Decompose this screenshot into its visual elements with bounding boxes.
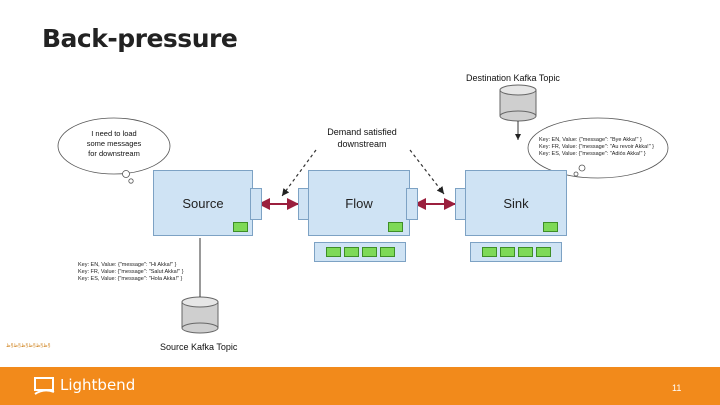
source-message-fr: Key: FR, Value: {"message": "Salut Akka!… xyxy=(78,269,184,275)
envelope-icon xyxy=(325,247,341,257)
footnote-text: ظ§ظ§ظ§ظ§ظ§ظ§ xyxy=(6,343,51,349)
source-out-port xyxy=(250,188,262,220)
demand-line-2: downstream xyxy=(337,139,387,149)
envelope-icon xyxy=(543,222,558,232)
source-message-en: Key: EN, Value: {"message": "Hi Akka!" } xyxy=(78,262,177,268)
source-message-es: Key: ES, Value: {"message": "Hola Akka!"… xyxy=(78,276,183,282)
thought-text: I need to load some messages for downstr… xyxy=(74,129,154,159)
destination-messages: Key: EN, Value: {"message": "Bye Akka!" … xyxy=(539,137,654,158)
flow-out-port xyxy=(406,188,418,220)
destination-message-es: Key: ES, Value: {"message": "Adiós Akka!… xyxy=(539,151,646,157)
thought-cloud xyxy=(57,117,171,184)
brand-name: Lightbend xyxy=(60,376,136,394)
envelope-icon xyxy=(233,222,248,232)
sink-buffer-queue xyxy=(470,242,562,262)
destination-cloud xyxy=(527,117,669,179)
source-box: Source xyxy=(153,170,253,236)
source-topic-cylinder xyxy=(181,296,219,334)
lightbend-logo-icon xyxy=(34,377,55,395)
source-topic-label: Source Kafka Topic xyxy=(160,342,238,352)
destination-message-fr: Key: FR, Value: {"message": "Au revoir A… xyxy=(539,144,655,150)
demand-label: Demand satisfied downstream xyxy=(312,126,412,150)
sink-label: Sink xyxy=(503,195,529,211)
thought-line-3: for downstream xyxy=(88,149,140,158)
envelope-icon xyxy=(361,247,377,257)
envelope-icon xyxy=(481,247,497,257)
envelope-icon xyxy=(499,247,515,257)
page-number: 11 xyxy=(672,383,682,393)
source-messages: Key: EN, Value: {"message": "Hi Akka!" }… xyxy=(78,262,184,283)
envelope-icon xyxy=(517,247,533,257)
envelope-icon xyxy=(535,247,551,257)
destination-message-en: Key: EN, Value: {"message": "Bye Akka!" … xyxy=(539,137,642,143)
flow-label: Flow xyxy=(345,195,373,211)
thought-line-2: some messages xyxy=(86,139,142,148)
destination-topic-label: Destination Kafka Topic xyxy=(466,73,560,83)
footer-bar xyxy=(0,367,720,405)
envelope-icon xyxy=(388,222,403,232)
flow-buffer-queue xyxy=(314,242,406,262)
slide-title: Back-pressure xyxy=(42,24,238,53)
demand-line-1: Demand satisfied xyxy=(327,127,397,137)
envelope-icon xyxy=(379,247,395,257)
source-label: Source xyxy=(182,195,224,211)
destination-topic-cylinder xyxy=(499,84,537,122)
thought-line-1: I need to load xyxy=(91,129,137,138)
envelope-icon xyxy=(343,247,359,257)
